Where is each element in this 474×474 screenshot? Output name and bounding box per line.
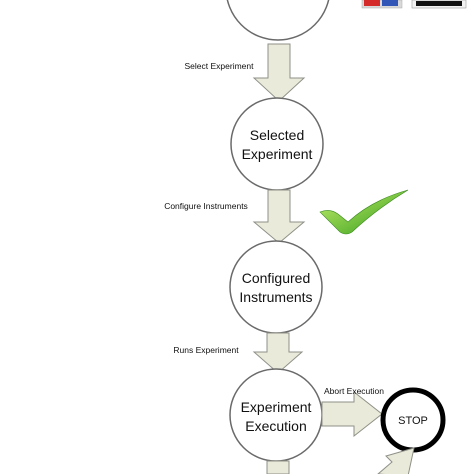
toolbar-icon bbox=[411, 0, 467, 9]
flag-icon bbox=[361, 0, 403, 9]
arrow-down-continuation bbox=[266, 460, 290, 474]
node-configured-instruments bbox=[229, 240, 323, 334]
node-execution-line1: Experiment bbox=[241, 399, 312, 415]
arrow-runs-experiment bbox=[252, 332, 304, 374]
node-configured-line2: Instruments bbox=[239, 289, 312, 305]
edge-label-abort: Abort Execution bbox=[324, 386, 384, 396]
node-selected-experiment bbox=[230, 97, 324, 191]
node-execution-line2: Execution bbox=[245, 418, 306, 434]
node-selected-line1: Selected bbox=[250, 127, 304, 143]
arrow-into-stop bbox=[377, 447, 415, 474]
arrow-configure-instruments bbox=[252, 189, 306, 244]
node-experiment-execution bbox=[229, 368, 323, 462]
arrow-abort-execution bbox=[321, 390, 383, 438]
edge-label-configure: Configure Instruments bbox=[164, 201, 248, 211]
arrow-select-experiment bbox=[252, 43, 306, 102]
checkmark-icon bbox=[319, 189, 409, 235]
start-node bbox=[226, 0, 330, 41]
node-selected-line2: Experiment bbox=[242, 146, 313, 162]
node-configured-line1: Configured bbox=[242, 270, 311, 286]
node-stop-label: STOP bbox=[398, 415, 428, 427]
edge-label-select: Select Experiment bbox=[185, 61, 255, 71]
edge-label-runs: Runs Experiment bbox=[173, 345, 239, 355]
